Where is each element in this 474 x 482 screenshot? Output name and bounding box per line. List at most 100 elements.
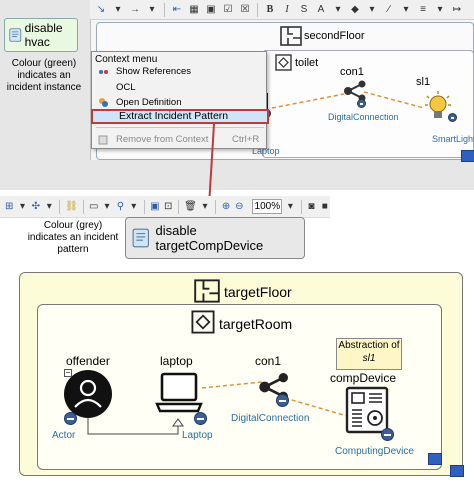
- zoom-out-icon[interactable]: ⊖: [235, 200, 244, 212]
- port-icon: [194, 412, 207, 425]
- expand-icon[interactable]: [461, 150, 474, 162]
- toolbar-separator: [300, 199, 302, 214]
- toolbar-separator: [215, 199, 216, 214]
- grid-icon[interactable]: ▦: [189, 3, 199, 15]
- port-icon: [276, 394, 289, 407]
- connection-label: con1: [340, 66, 364, 78]
- connection-type: DigitalConnection: [231, 413, 310, 424]
- laptop-label: laptop: [160, 354, 193, 368]
- menu-item-show-references[interactable]: Show References: [116, 66, 191, 77]
- computing-device-icon[interactable]: [344, 386, 390, 434]
- menu-item-open-definition[interactable]: Open Definition: [116, 97, 182, 108]
- strike-icon[interactable]: S: [300, 3, 308, 15]
- dropdown-icon[interactable]: ▾: [131, 200, 137, 212]
- collapse-icon[interactable]: −: [64, 368, 72, 377]
- abstraction-note: Abstraction of sl1: [336, 338, 402, 370]
- laptop-type: Laptop: [182, 430, 213, 441]
- dropdown-icon[interactable]: ▾: [437, 3, 443, 15]
- delete-icon[interactable]: 🗑: [184, 200, 197, 212]
- arrow-end-icon[interactable]: ↦: [452, 3, 462, 15]
- menu-item-extract-incident-pattern[interactable]: Extract Incident Pattern: [91, 109, 269, 124]
- dropdown-icon[interactable]: ▾: [403, 3, 409, 15]
- lightbulb-icon: [425, 91, 451, 118]
- camera-icon[interactable]: ◙: [308, 200, 315, 212]
- floor-icon: [280, 26, 302, 46]
- align-icon[interactable]: ⇤: [172, 3, 182, 15]
- laptop-type: Laptop: [252, 146, 280, 156]
- checkbox-icon[interactable]: ☑: [223, 3, 233, 15]
- annotation-label: disable targetCompDevice: [155, 223, 264, 253]
- relationship-lines: [87, 381, 348, 435]
- toolbar-separator: [178, 199, 180, 214]
- connection-label: con1: [255, 354, 282, 368]
- shortcut-label: Ctrl+R: [232, 134, 260, 145]
- offender-type: Actor: [52, 430, 76, 441]
- dropdown-icon[interactable]: ▾: [104, 200, 110, 212]
- select-icon[interactable]: ▭: [88, 200, 99, 212]
- pin-icon[interactable]: ⊡: [163, 200, 173, 212]
- arrow-tool-icon[interactable]: ↘: [96, 3, 106, 15]
- laptop-icon[interactable]: [155, 371, 203, 415]
- light-type: SmartLight: [432, 134, 474, 144]
- expand-icon[interactable]: [450, 465, 464, 477]
- dropdown-icon[interactable]: ▾: [46, 200, 52, 212]
- toolbar-separator: [82, 199, 84, 214]
- close-icon[interactable]: ☒: [240, 3, 250, 15]
- editor-toolbar: ⊞ ▾ ✣ ▾ ⛓ ▭ ▾ ⚲ ▾ ▣ ⊡ 🗑 ▾ ⊕ ⊖ 100% ▾ ◙ ■: [0, 196, 330, 218]
- port-icon: [448, 113, 457, 122]
- dropdown-icon[interactable]: ▾: [202, 200, 208, 212]
- dropdown-icon[interactable]: ▾: [335, 3, 341, 15]
- arrange-icon[interactable]: ✣: [31, 200, 41, 212]
- image-icon[interactable]: ▣: [150, 200, 160, 212]
- open-definition-icon: [99, 98, 108, 107]
- light-label: sl1: [416, 76, 431, 88]
- user-icon[interactable]: [63, 369, 113, 419]
- floor-label: secondFloor: [304, 30, 365, 42]
- remove-icon: [98, 135, 108, 145]
- fill-color-icon[interactable]: ◆: [351, 3, 359, 15]
- floor-label: targetFloor: [224, 284, 292, 300]
- zoom-select[interactable]: 100%: [251, 199, 283, 214]
- abstraction-prefix: Abstraction of: [338, 340, 400, 351]
- dropdown-icon[interactable]: ▾: [115, 3, 121, 15]
- italic-button[interactable]: I: [285, 3, 289, 15]
- floor-icon: [194, 279, 220, 303]
- layout-icon[interactable]: ⊞: [4, 200, 14, 212]
- filter-icon[interactable]: ⚲: [116, 200, 125, 212]
- arrow-style-icon[interactable]: →: [130, 3, 140, 15]
- menu-item-ocl[interactable]: OCL: [116, 82, 136, 93]
- room-icon: [275, 54, 292, 71]
- line-style-icon[interactable]: ≡: [420, 3, 426, 15]
- context-menu: Context menu Show References OCL Open De…: [91, 51, 267, 149]
- abstraction-target: sl1: [362, 353, 376, 364]
- font-color-icon[interactable]: A: [317, 3, 325, 15]
- toolbar-separator: [59, 199, 61, 214]
- incident-pattern-annotation[interactable]: disable targetCompDevice: [125, 217, 305, 259]
- dropdown-icon[interactable]: ▾: [149, 3, 155, 15]
- incident-instance-annotation[interactable]: disable hvac: [4, 18, 78, 52]
- scroll-icon: [9, 28, 22, 42]
- port-icon: [381, 428, 394, 441]
- bold-button[interactable]: B: [266, 3, 274, 15]
- scroll-icon: [132, 228, 149, 248]
- zoom-value: 100%: [254, 201, 281, 212]
- offender-label: offender: [66, 354, 110, 368]
- menu-divider: [96, 127, 264, 128]
- room-icon: [191, 310, 215, 334]
- dropdown-icon[interactable]: ▾: [369, 3, 375, 15]
- room-label: targetRoom: [219, 316, 293, 332]
- dropdown-icon[interactable]: ▾: [287, 200, 293, 212]
- connection-lines: [271, 91, 425, 109]
- zoom-in-icon[interactable]: ⊕: [221, 200, 231, 212]
- context-menu-title: Context menu: [95, 54, 158, 65]
- dropdown-icon[interactable]: ▾: [20, 200, 26, 212]
- fill-icon[interactable]: ▣: [206, 3, 216, 15]
- line-color-icon[interactable]: ∕: [388, 3, 390, 15]
- device-type: ComputingDevice: [335, 446, 414, 457]
- toolbar-separator: [257, 2, 258, 17]
- link-icon[interactable]: ⛓: [65, 200, 78, 212]
- fill-icon[interactable]: ■: [321, 200, 328, 212]
- expand-icon[interactable]: [428, 453, 442, 465]
- menu-item-remove-from-context[interactable]: Remove from Context: [116, 134, 209, 145]
- annotation-label: disable hvac: [24, 21, 63, 49]
